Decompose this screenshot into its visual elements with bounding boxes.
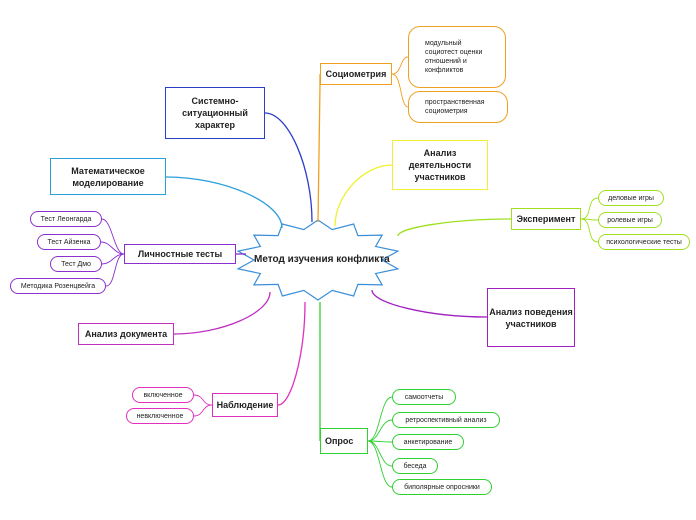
central-topic-shape [236,219,400,301]
branch-node-observation[interactable]: Наблюдение [212,393,278,417]
sub-connector-experiment-2 [580,218,599,243]
branch-node-personal[interactable]: Личностные тесты [124,244,236,264]
branch-connector-sociometry [317,74,321,223]
sub-connector-personal-1 [100,241,125,255]
sub-node-experiment-0[interactable]: деловые игры [598,190,664,206]
sub-connector-survey-1 [367,419,393,442]
branch-connector-experiment [397,218,512,237]
branch-node-system[interactable]: Системно-ситуационный характер [165,87,265,139]
sub-node-survey-2[interactable]: анкетирование [392,434,464,450]
sub-connector-observation-1 [193,404,213,417]
branch-node-behavior[interactable]: Анализ поведения участников [487,288,575,347]
branch-node-sociometry[interactable]: Социометрия [320,63,392,85]
branch-connector-activity [334,164,393,227]
sub-node-personal-1[interactable]: Тест Айзенка [37,234,101,250]
sub-connector-personal-3 [105,253,125,287]
sub-connector-sociometry-1 [391,73,409,108]
sub-connector-survey-0 [367,396,393,442]
central-topic-label[interactable]: Метод изучения конфликта [254,254,390,265]
sub-node-personal-0[interactable]: Тест Леонгарда [30,211,102,227]
sub-node-survey-3[interactable]: беседа [392,458,438,474]
sub-node-observation-0[interactable]: включенное [132,387,194,403]
branch-node-activity[interactable]: Анализ деятельности участников [392,140,488,190]
sub-connector-sociometry-0 [391,56,409,75]
sub-node-sociometry-0[interactable]: модульный социотест оценки отношений и к… [408,26,506,88]
sub-node-survey-4[interactable]: биполярные опросники [392,479,492,495]
sub-node-observation-1[interactable]: невключенное [126,408,194,424]
branch-node-math[interactable]: Математическое моделирование [50,158,166,195]
branch-connector-behavior [371,289,488,318]
sub-node-sociometry-1[interactable]: пространственная социометрия [408,91,508,123]
sub-node-experiment-1[interactable]: ролевые игры [598,212,662,228]
sub-node-experiment-2[interactable]: психологические тесты [598,234,690,250]
branch-node-doc[interactable]: Анализ документа [78,323,174,345]
sub-connector-survey-4 [367,440,393,488]
sub-node-personal-2[interactable]: Тест Дмо [50,256,102,272]
branch-connector-math [165,176,283,229]
sub-node-survey-0[interactable]: самоотчеты [392,389,456,405]
sub-connector-personal-0 [101,218,125,255]
branch-connector-doc [173,291,271,335]
sub-connector-observation-0 [193,394,213,406]
sub-node-survey-1[interactable]: ретроспективный анализ [392,412,500,428]
branch-node-survey[interactable]: Опрос [320,428,368,454]
branch-connector-system [264,112,313,223]
sub-node-personal-3[interactable]: Методика Розенцвейга [10,278,106,294]
branch-connector-observation [277,301,306,406]
sub-connector-experiment-0 [580,197,599,220]
branch-node-experiment[interactable]: Эксперимент [511,208,581,230]
